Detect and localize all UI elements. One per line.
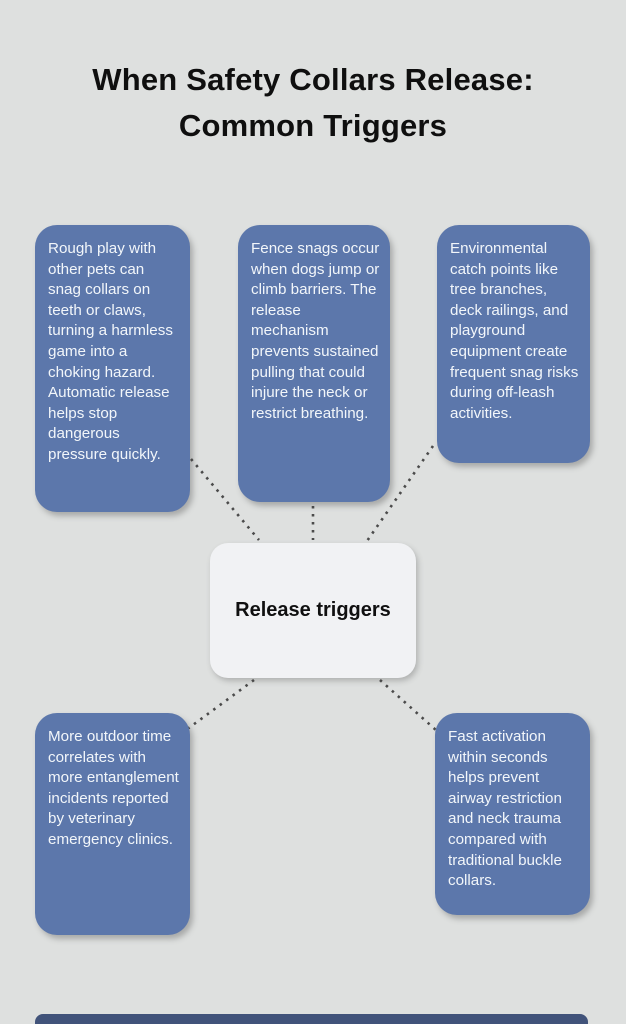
- trigger-card-outdoor-time-text: More outdoor time correlates with more e…: [48, 728, 179, 848]
- page-title-line-1: When Safety Collars Release:: [92, 62, 534, 97]
- trigger-card-fence-snags: Fence snags occur when dogs jump or clim…: [238, 225, 390, 502]
- connector-bottom-left: [185, 678, 255, 732]
- footer-bar-partial: [35, 1014, 588, 1024]
- center-node: Release triggers: [210, 543, 416, 678]
- trigger-card-rough-play-text: Rough play with other pets can snag coll…: [48, 240, 173, 463]
- connector-top-left: [190, 458, 260, 541]
- trigger-card-environmental-catch-points: Environmental catch points like tree bra…: [437, 225, 590, 463]
- page-title: When Safety Collars Release: Common Trig…: [0, 57, 626, 149]
- page-title-line-2: Common Triggers: [178, 108, 448, 143]
- trigger-card-fast-activation: Fast activation within seconds helps pre…: [435, 713, 590, 915]
- trigger-card-rough-play: Rough play with other pets can snag coll…: [35, 225, 190, 512]
- center-node-label: Release triggers: [235, 599, 391, 621]
- trigger-card-fast-activation-text: Fast activation within seconds helps pre…: [448, 728, 562, 890]
- trigger-card-environmental-catch-points-text: Environmental catch points like tree bra…: [450, 240, 579, 422]
- connector-bottom-right: [379, 679, 438, 732]
- connector-top-right: [365, 445, 435, 542]
- trigger-card-outdoor-time: More outdoor time correlates with more e…: [35, 713, 190, 935]
- trigger-card-fence-snags-text: Fence snags occur when dogs jump or clim…: [251, 240, 380, 422]
